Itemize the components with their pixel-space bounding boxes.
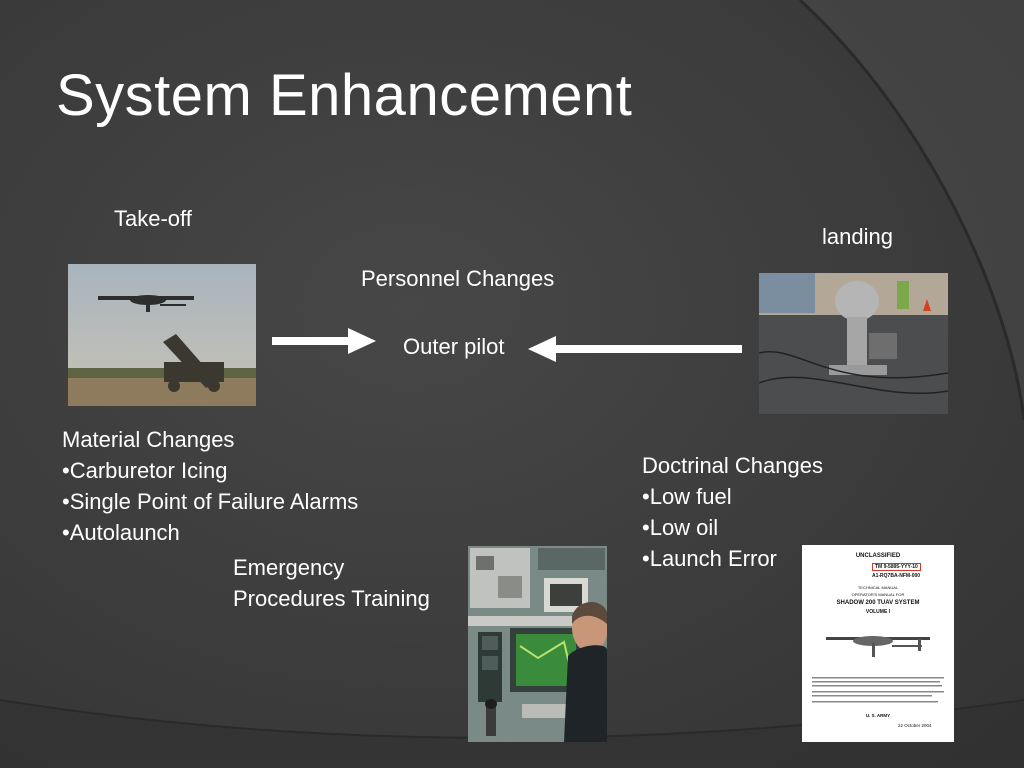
- material-item: •Single Point of Failure Alarms: [62, 489, 359, 514]
- doctrinal-item: •Low oil: [642, 515, 719, 540]
- manual-date: 22 October 2004: [898, 723, 932, 728]
- technical-manual-cover: UNCLASSIFIED TM 9-5895-YYY-10 A1-RQ7BA-N…: [802, 545, 954, 742]
- slide-title: System Enhancement: [56, 63, 633, 128]
- left-arrow-icon: [528, 336, 742, 362]
- takeoff-label: Take-off: [114, 206, 192, 231]
- doctrinal-changes-heading: Doctrinal Changes: [642, 453, 823, 478]
- landing-label: landing: [822, 224, 893, 249]
- doctrinal-changes-block: Doctrinal Changes •Low fuel •Low oil •La…: [642, 450, 823, 574]
- manual-subtitle: OPERATOR'S MANUAL FOR: [851, 592, 905, 597]
- manual-org: U. S. ARMY: [865, 713, 891, 718]
- personnel-changes-label: Personnel Changes: [361, 266, 555, 291]
- manual-system: SHADOW 200 TUAV SYSTEM: [836, 600, 920, 606]
- manual-doc-code: A1-RQ7BA-NFM-000: [872, 573, 921, 579]
- material-item: •Autolaunch: [62, 520, 180, 545]
- simulator-photo: [468, 546, 607, 742]
- manual-tm-number: TM 9-5895-YYY-10: [872, 563, 921, 571]
- material-changes-block: Material Changes •Carburetor Icing •Sing…: [62, 424, 358, 548]
- doctrinal-item: •Low fuel: [642, 484, 732, 509]
- training-line: Emergency: [233, 555, 345, 580]
- manual-uav-drawing: [826, 636, 930, 657]
- training-line: Procedures Training: [233, 586, 430, 611]
- manual-subtitle: TECHNICAL MANUAL: [857, 585, 899, 590]
- outer-pilot-label: Outer pilot: [403, 334, 505, 359]
- manual-classification: UNCLASSIFIED: [855, 553, 901, 559]
- manual-fine-print: [812, 677, 944, 703]
- training-block: Emergency Procedures Training: [233, 552, 430, 614]
- right-arrow-icon: [272, 328, 376, 354]
- material-item: •Carburetor Icing: [62, 458, 228, 483]
- manual-volume: VOLUME I: [865, 609, 891, 615]
- landing-photo: [759, 273, 948, 414]
- doctrinal-item: •Launch Error: [642, 546, 777, 571]
- material-changes-heading: Material Changes: [62, 427, 235, 452]
- takeoff-photo: [68, 264, 256, 406]
